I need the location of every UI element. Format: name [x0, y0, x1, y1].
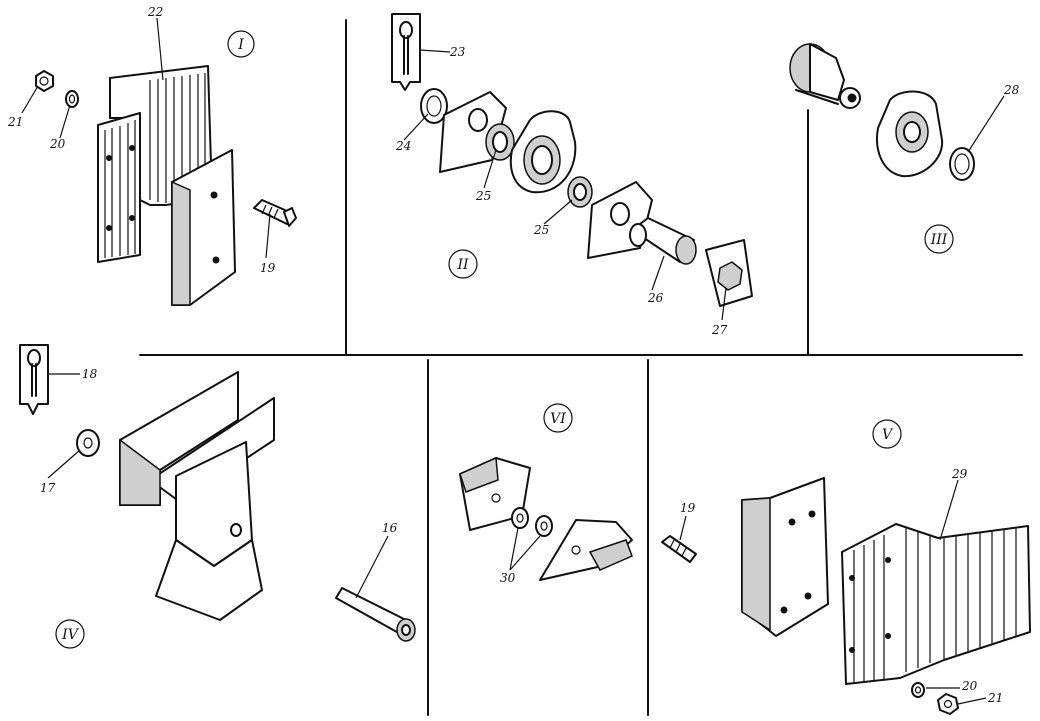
- stop-block-lower: [539, 519, 633, 581]
- callout-19-lower: 19: [680, 501, 696, 515]
- callout-27: 27: [711, 323, 728, 337]
- ribbed-plate-29: [841, 523, 1031, 685]
- callout-18: 18: [82, 367, 98, 381]
- section-iii-leader: [967, 95, 1005, 153]
- callout-16: 16: [382, 521, 398, 535]
- section-i: I: [21, 17, 297, 306]
- angle-plate: [171, 149, 236, 306]
- snap-ring-28: [949, 147, 975, 181]
- section-iii-marker: [924, 224, 954, 254]
- nut-21-lower: [937, 693, 959, 715]
- cotter-pin-18: [19, 344, 49, 415]
- section-iii-label: III: [930, 232, 948, 248]
- ball-joint-housing: [876, 90, 944, 178]
- callout-21-upper: 21: [7, 115, 23, 129]
- callout-24: 24: [395, 139, 411, 153]
- bolt-19-lower: [661, 535, 697, 563]
- section-iv-marker: [55, 619, 85, 649]
- ball-stud: [789, 43, 861, 109]
- callout-25-lower: 25: [533, 223, 549, 237]
- section-iv: IV: [19, 344, 416, 649]
- section-ii-label: II: [456, 257, 469, 273]
- section-vi: VI: [459, 403, 633, 581]
- section-iv-leaders: [47, 373, 389, 599]
- section-ii: II: [391, 13, 753, 321]
- rod-eye-head: [509, 110, 577, 194]
- section-vi-label: VI: [550, 411, 566, 427]
- washer-20: [65, 90, 79, 108]
- callout-19-upper: 19: [260, 261, 276, 275]
- section-ii-marker: [448, 249, 478, 279]
- callout-20-upper: 20: [49, 137, 66, 151]
- section-vi-marker: [543, 403, 573, 433]
- callout-23: 23: [449, 45, 466, 59]
- nut-plate-27: [705, 239, 753, 307]
- washer-20-lower: [911, 682, 925, 698]
- callout-21-lower: 21: [987, 691, 1003, 705]
- section-v: V: [661, 419, 1031, 715]
- section-vi-leaders: [509, 527, 541, 571]
- section-ii-leaders: [403, 49, 727, 321]
- callout-22: 22: [147, 5, 163, 19]
- section-dividers: [139, 19, 1023, 716]
- section-i-label: I: [237, 37, 244, 53]
- callout-17: 17: [40, 481, 56, 495]
- callout-29: 29: [951, 467, 968, 481]
- bearing-25-upper: [485, 123, 515, 161]
- bearing-25-lower: [567, 176, 593, 208]
- section-iii: III: [789, 43, 1005, 254]
- section-i-marker: [227, 30, 255, 58]
- pin-26: [629, 217, 697, 265]
- angle-plate-lower: [741, 477, 829, 637]
- section-i-leaders: [21, 17, 271, 259]
- section-v-leaders: [679, 479, 987, 705]
- section-v-marker: [872, 419, 902, 449]
- section-iv-label: IV: [61, 627, 80, 643]
- callout-30: 30: [500, 571, 516, 585]
- pin-16: [335, 587, 416, 642]
- cotter-pin-23: [391, 13, 421, 91]
- bolt-19-upper: [253, 199, 297, 227]
- callout-26: 26: [647, 291, 664, 305]
- ribbed-plate-22: [97, 65, 213, 263]
- callout-20-lower: 20: [961, 679, 978, 693]
- washer-17: [76, 429, 100, 457]
- tab-plate-lower: [587, 181, 653, 259]
- nut-21: [35, 70, 54, 92]
- washers-30: [511, 507, 553, 537]
- callout-25-upper: 25: [475, 189, 491, 203]
- callout-numbers: 22 21 20 19 23 24 25 25 26 27 28 18 17 1…: [7, 5, 1020, 705]
- callout-28: 28: [1003, 83, 1020, 97]
- section-v-label: V: [882, 427, 894, 443]
- bracket-fork: [119, 371, 275, 621]
